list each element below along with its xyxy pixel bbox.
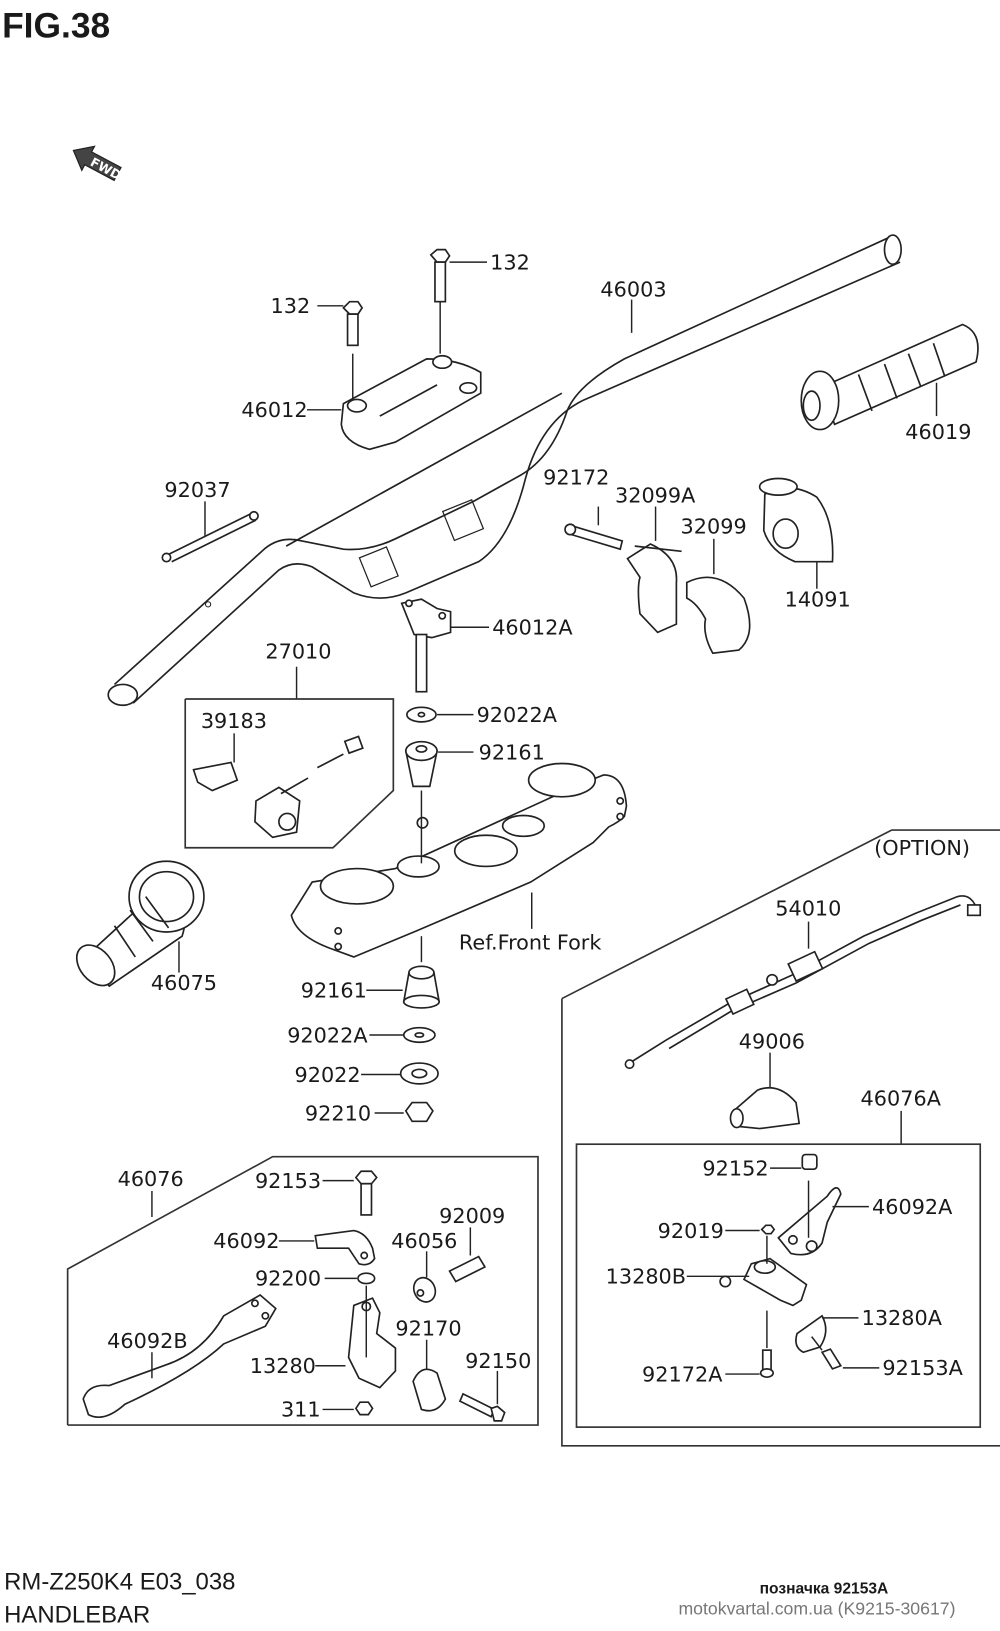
label-46003: 46003 xyxy=(600,277,666,301)
hot-start-49006 xyxy=(729,1086,801,1130)
label-92022a-upper: 92022A xyxy=(477,703,558,727)
model-code: RM-Z250K4 E03_038 xyxy=(4,1568,235,1595)
watermark-note: позначка 92153A xyxy=(760,1581,889,1598)
upper-holder-46012 xyxy=(340,354,482,451)
label-13280b: 13280B xyxy=(606,1265,686,1289)
bolt-92153 xyxy=(354,1170,378,1216)
lever-46092b xyxy=(82,1294,277,1418)
label-92153a: 92153A xyxy=(882,1356,963,1380)
option-box-left xyxy=(561,998,1000,1447)
label-46076a: 46076A xyxy=(861,1087,942,1111)
triple-clamp xyxy=(290,762,628,958)
collar-92152 xyxy=(801,1153,818,1170)
label-92022a-lower: 92022A xyxy=(287,1023,368,1047)
label-32099a: 32099A xyxy=(615,483,696,507)
washer-92200 xyxy=(357,1272,376,1285)
nut-311 xyxy=(354,1401,374,1416)
label-13280: 13280 xyxy=(250,1354,316,1378)
label-92152: 92152 xyxy=(702,1156,768,1180)
left-grip-46075 xyxy=(75,860,205,988)
label-27010: 27010 xyxy=(265,639,331,663)
bolt-92153a xyxy=(811,1336,843,1370)
label-49006: 49006 xyxy=(739,1030,805,1054)
lever-assy-46076a-box xyxy=(575,1143,982,1428)
label-92161-lower: 92161 xyxy=(301,979,367,1003)
label-92170: 92170 xyxy=(395,1317,461,1341)
nut-92210 xyxy=(404,1101,434,1123)
screw-92172a xyxy=(759,1310,774,1379)
label-92210: 92210 xyxy=(305,1101,371,1125)
figure-title: FIG.38 xyxy=(2,6,110,45)
right-grip-46019 xyxy=(800,323,979,431)
label-46056: 46056 xyxy=(391,1229,457,1253)
switch-assy-box xyxy=(184,698,395,849)
watermark-site: motokvartal.com.ua (K9215-30617) xyxy=(678,1598,955,1618)
holder-13280 xyxy=(347,1285,397,1389)
label-92022: 92022 xyxy=(294,1063,360,1087)
label-13280a: 13280A xyxy=(862,1306,943,1330)
adjuster-92009 xyxy=(448,1255,487,1283)
holder-13280b xyxy=(719,1235,808,1307)
throttle-case-32099 xyxy=(685,576,751,655)
end-plug-92037 xyxy=(161,510,259,563)
switch-27010 xyxy=(192,735,364,839)
spring-92170 xyxy=(412,1368,447,1412)
clutch-lever-assy-box xyxy=(66,1155,539,1426)
cable-54010 xyxy=(624,895,982,1070)
cushion-92161-upper xyxy=(404,740,439,788)
label-46076: 46076 xyxy=(118,1167,184,1191)
label-92037: 92037 xyxy=(164,478,230,502)
ref-front-fork: Ref.Front Fork xyxy=(459,931,602,955)
cushion-92161-lower xyxy=(402,965,441,1009)
label-39183: 39183 xyxy=(201,709,267,733)
label-92200: 92200 xyxy=(255,1267,321,1291)
label-46012a: 46012A xyxy=(492,616,573,640)
option-caption: (OPTION) xyxy=(874,836,970,860)
label-92172a: 92172A xyxy=(642,1362,723,1386)
label-46075: 46075 xyxy=(151,971,217,995)
bolt-132-left xyxy=(342,300,364,406)
lower-holder-46012a xyxy=(400,598,452,693)
label-132-left: 132 xyxy=(271,294,311,318)
lever-46092 xyxy=(314,1229,376,1266)
label-46012: 46012 xyxy=(241,398,307,422)
option-box-top xyxy=(561,829,1000,1000)
lever-46092a xyxy=(777,1180,842,1256)
throttle-case-32099a xyxy=(626,543,682,634)
bolt-132-right xyxy=(429,248,451,354)
label-92019: 92019 xyxy=(658,1219,724,1243)
label-311: 311 xyxy=(281,1398,321,1422)
adjuster-nut-46056 xyxy=(412,1276,437,1303)
label-92150: 92150 xyxy=(465,1349,531,1373)
label-32099: 32099 xyxy=(681,515,747,539)
washer-hole xyxy=(417,711,426,718)
screw-92172 xyxy=(564,523,624,551)
throttle-cover-14091 xyxy=(758,477,834,563)
nut-92019 xyxy=(760,1224,776,1235)
clamp-13280a xyxy=(795,1314,827,1354)
label-132-right: 132 xyxy=(490,250,530,274)
label-92172: 92172 xyxy=(543,466,609,490)
bolt-92150 xyxy=(458,1392,506,1422)
section-name: HANDLEBAR xyxy=(4,1602,150,1629)
forward-arrow-icon: FWD xyxy=(72,145,124,183)
label-46019: 46019 xyxy=(905,420,971,444)
label-54010: 54010 xyxy=(775,896,841,920)
label-92153: 92153 xyxy=(255,1169,321,1193)
label-46092b: 46092B xyxy=(107,1329,187,1353)
label-46092: 46092 xyxy=(213,1229,279,1253)
fwd-label: FWD xyxy=(88,154,124,183)
label-14091: 14091 xyxy=(785,587,851,611)
label-92009: 92009 xyxy=(439,1204,505,1228)
label-46092a: 46092A xyxy=(872,1195,953,1219)
handlebar-46003 xyxy=(107,234,902,707)
label-92161-upper: 92161 xyxy=(479,740,545,764)
